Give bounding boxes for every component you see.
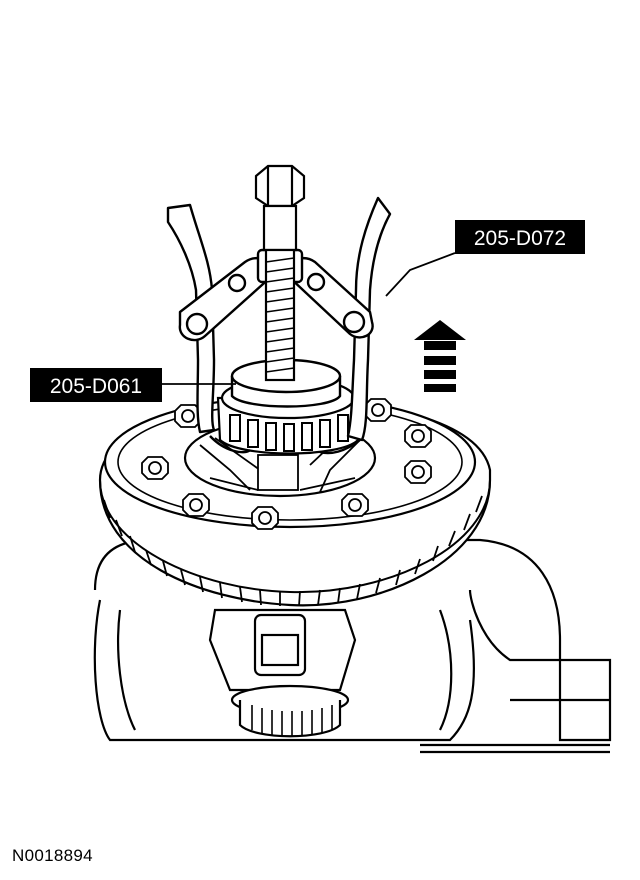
pinion-assembly bbox=[208, 608, 357, 738]
callout-205-D061-label: 205-D061 bbox=[50, 375, 142, 398]
gear-teeth bbox=[103, 495, 483, 607]
callout-205-D061: 205-D061 bbox=[30, 368, 162, 402]
callout-leaders bbox=[162, 252, 456, 385]
callout-205-D072: 205-D072 bbox=[455, 220, 585, 254]
ring-gear-bolts bbox=[141, 398, 432, 530]
callout-205-D072-label: 205-D072 bbox=[474, 227, 566, 250]
forcing-screw bbox=[254, 164, 306, 382]
arrow-up-icon bbox=[414, 320, 466, 392]
figure-id: N0018894 bbox=[12, 846, 93, 865]
